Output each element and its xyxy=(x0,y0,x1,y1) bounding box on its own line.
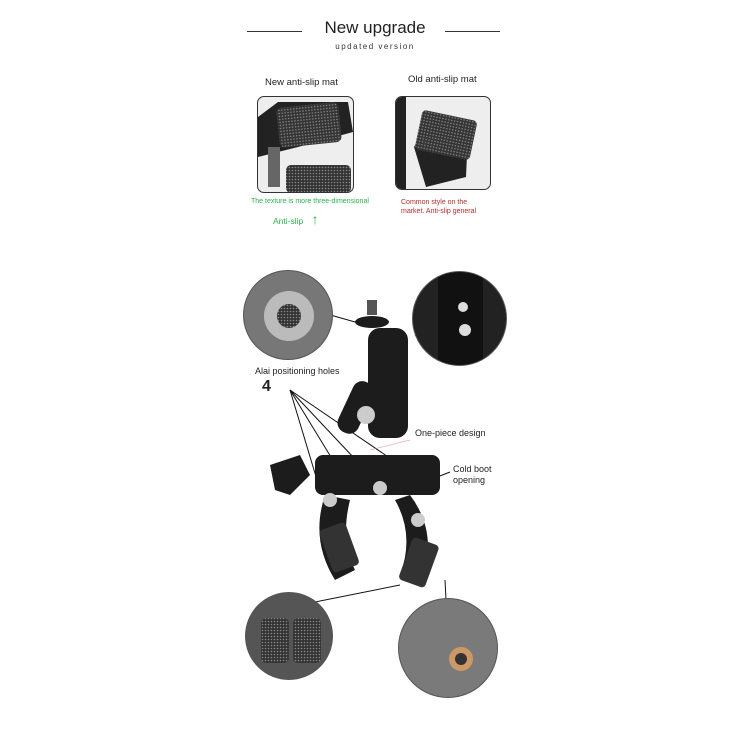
page-title: New upgrade xyxy=(324,18,426,37)
zoom-circle-cold-boot xyxy=(398,598,498,698)
anti-slip-label: Anti-slip xyxy=(273,216,304,226)
new-mat-note: The texture is more three-dimensional xyxy=(251,198,369,205)
super-clamp xyxy=(270,455,440,588)
old-mat-note-line1: Common style on the xyxy=(401,199,468,206)
anti-slip-badge: Anti-slip ↑ xyxy=(273,211,319,227)
divider-right xyxy=(445,31,500,32)
ball-head xyxy=(337,300,408,438)
new-mat-illustration xyxy=(258,102,353,192)
cold-boot-label: Cold boot opening xyxy=(453,464,492,486)
holes-count: 4 xyxy=(262,378,271,395)
zoom-circle-screw-mount xyxy=(243,270,333,360)
divider-left xyxy=(247,31,302,32)
old-mat-label: Old anti-slip mat xyxy=(408,74,477,85)
holes-label: Alai positioning holes xyxy=(255,366,340,376)
old-mat-image xyxy=(395,96,491,190)
clamp-diagram xyxy=(270,300,451,621)
up-arrow-icon: ↑ xyxy=(311,211,319,227)
one-piece-label: One-piece design xyxy=(415,428,486,438)
new-mat-label: New anti-slip mat xyxy=(265,77,338,88)
new-mat-image xyxy=(257,96,354,193)
page-subtitle: updated version xyxy=(335,42,415,51)
old-mat-note: Common style on the market. Anti-slip ge… xyxy=(401,198,476,216)
cold-boot-line1: Cold boot xyxy=(453,464,492,474)
old-mat-note-line2: market. Anti-slip general xyxy=(401,208,477,215)
zoom-circle-jaw-pads xyxy=(245,592,333,680)
zoom-circle-positioning-holes xyxy=(412,271,507,366)
cold-boot-line2: opening xyxy=(453,475,486,485)
old-mat-illustration xyxy=(396,97,477,189)
